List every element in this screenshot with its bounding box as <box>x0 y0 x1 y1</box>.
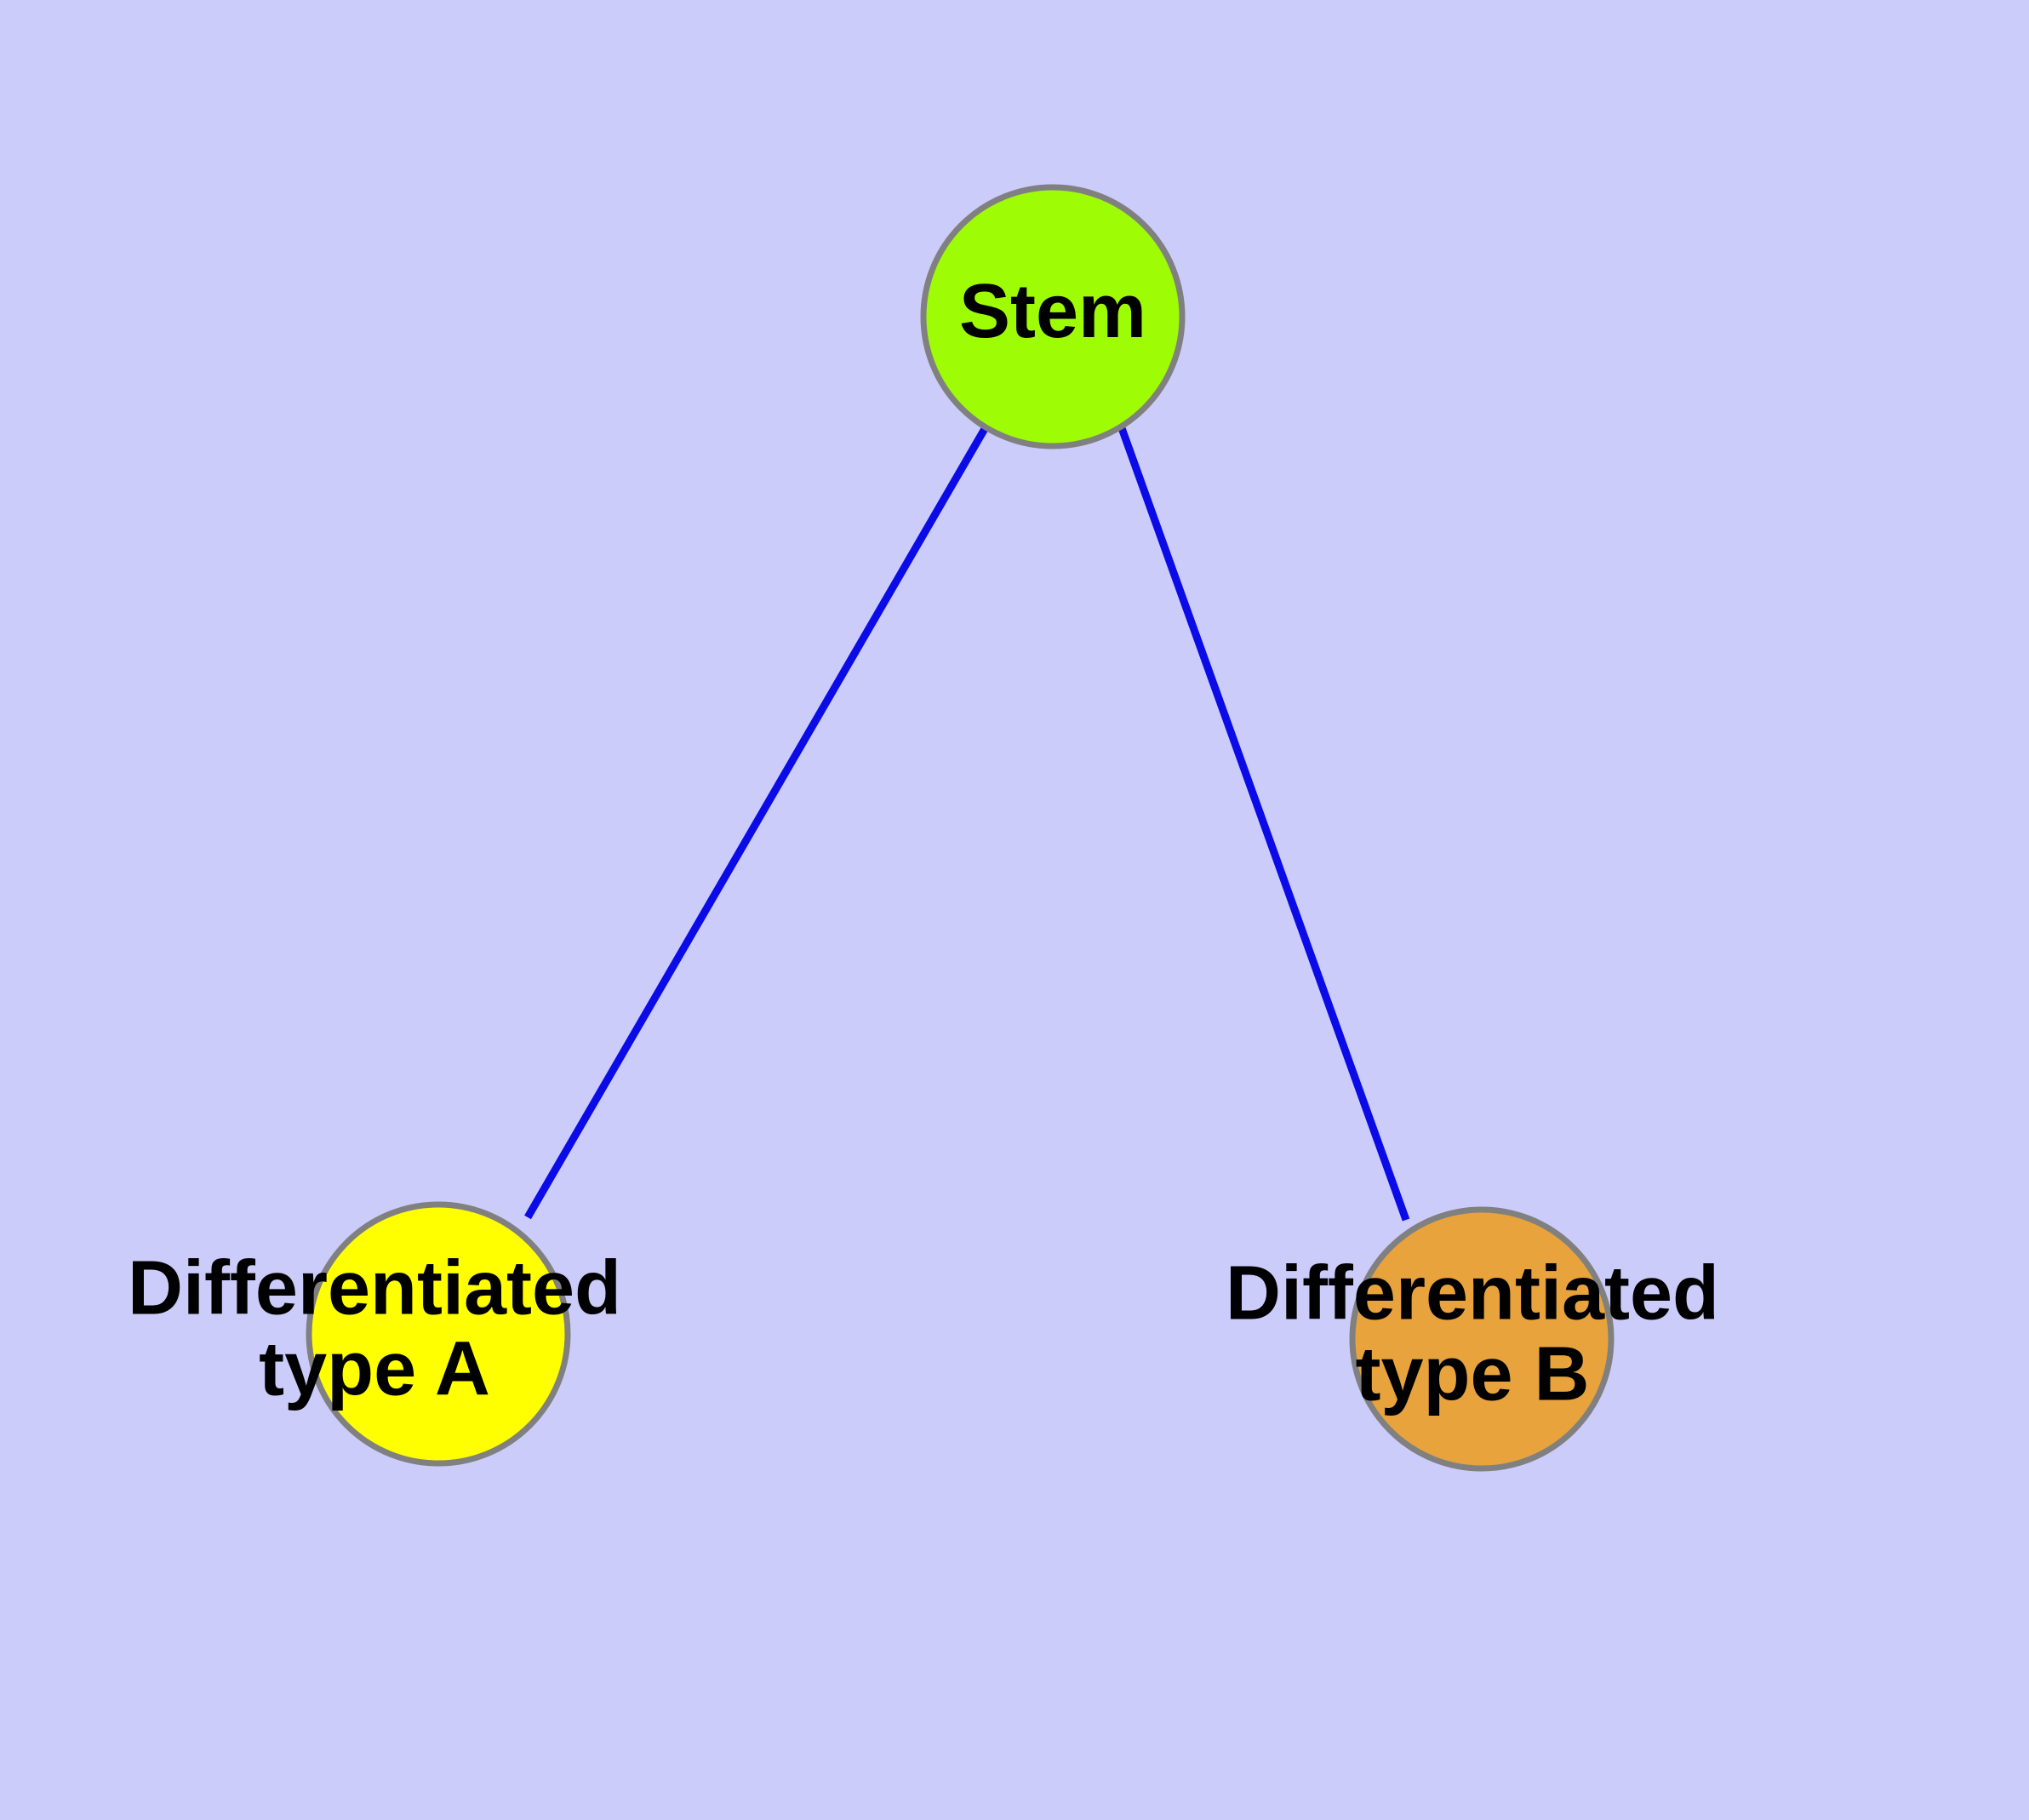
node-label-stem: Stem <box>959 269 1146 354</box>
node-differentiated-type-b[interactable] <box>1349 1206 1615 1472</box>
node-label-line: Differentiated <box>128 1245 621 1331</box>
node-label-line: Stem <box>959 269 1146 354</box>
edge-stem-to-differentiated-type-b[interactable] <box>1117 426 1410 1222</box>
node-label-line: type B <box>1355 1331 1589 1417</box>
nodes-layer <box>306 184 1615 1472</box>
edges-layer <box>524 425 1410 1222</box>
node-label-line: type A <box>259 1326 490 1411</box>
node-label-line: Differentiated <box>1226 1251 1719 1336</box>
node-differentiated-type-a[interactable] <box>306 1201 571 1467</box>
edge-stem-to-differentiated-type-a[interactable] <box>524 425 989 1220</box>
node-stem[interactable] <box>920 184 1186 449</box>
